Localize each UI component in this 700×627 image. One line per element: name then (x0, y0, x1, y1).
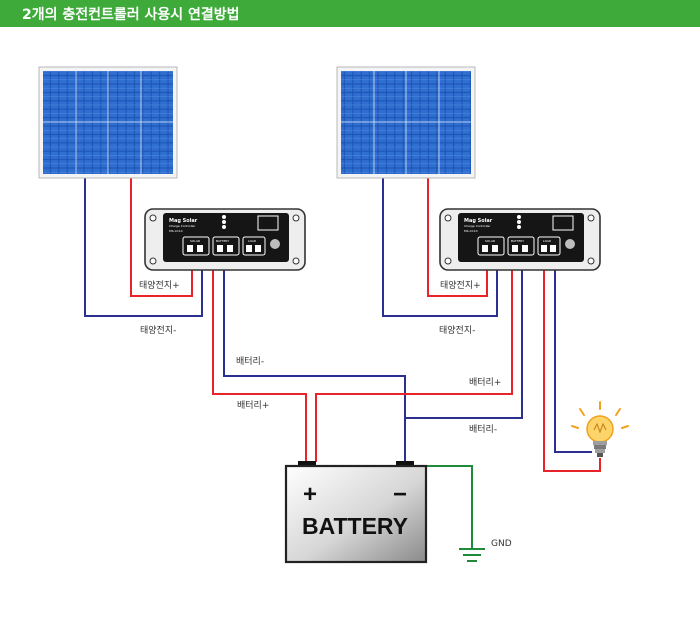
load-positive-wire (543, 262, 601, 472)
label-left-solar-minus: 태양전지- (140, 325, 176, 336)
light-bulb-icon (571, 401, 629, 457)
solar-panel-right (336, 66, 476, 179)
controller-subtitle: Charge Controller (169, 224, 196, 228)
battery-label: BATTERY (302, 513, 408, 539)
port-battery-label-right: BATTERY (511, 239, 524, 243)
right-battery-positive-wire (315, 262, 513, 462)
controller-brand: Mag Solar (169, 218, 198, 224)
port-solar-label: SOLAR (190, 239, 200, 243)
port-battery-label: BATTERY (216, 239, 229, 243)
controller-subtitle-right: Charge Controller (464, 224, 491, 228)
port-load-label-right: LOAD (543, 239, 552, 243)
label-gnd: GND (491, 539, 512, 549)
label-left-battery-plus: 배터리+ (237, 400, 269, 411)
page-title: 2개의 충전컨트롤러 사용시 연결방법 (22, 7, 240, 23)
right-solar-negative-wire (382, 178, 498, 317)
left-solar-negative-wire (84, 178, 203, 317)
controller-model-right: MS-CC10 (464, 229, 478, 233)
battery-plus-sign: + (303, 481, 317, 508)
left-battery-positive-wire (212, 262, 307, 462)
left-solar-positive-wire (130, 178, 193, 297)
port-solar-label-right: SOLAR (485, 239, 495, 243)
battery-minus-sign: − (393, 481, 407, 508)
charge-controller-right: Mag Solar Charge Controller MS-CC10 SOLA… (439, 208, 601, 271)
label-right-battery-plus: 배터리+ (469, 377, 501, 388)
charge-controller-left: Mag Solar Charge Controller MS-CC10 SOLA… (144, 208, 306, 271)
label-left-battery-minus: 배터리- (236, 356, 264, 367)
solar-panel-left (38, 66, 178, 179)
load-negative-wire (554, 262, 592, 453)
ground-wire (405, 465, 473, 548)
right-solar-positive-wire (427, 178, 488, 297)
ground-icon (459, 548, 485, 562)
label-right-battery-minus: 배터리- (469, 424, 497, 435)
label-left-solar-plus: 태양전지+ (139, 280, 180, 291)
header-bar: 2개의 충전컨트롤러 사용시 연결방법 (0, 0, 700, 27)
port-load-label: LOAD (248, 239, 257, 243)
label-right-solar-plus: 태양전지+ (440, 280, 481, 291)
controller-model: MS-CC10 (169, 229, 183, 233)
label-right-solar-minus: 태양전지- (439, 325, 475, 336)
right-battery-negative-wire (404, 262, 523, 462)
wires (84, 178, 601, 548)
controller-brand-right: Mag Solar (464, 218, 493, 224)
battery-icon: + − BATTERY (284, 461, 428, 564)
